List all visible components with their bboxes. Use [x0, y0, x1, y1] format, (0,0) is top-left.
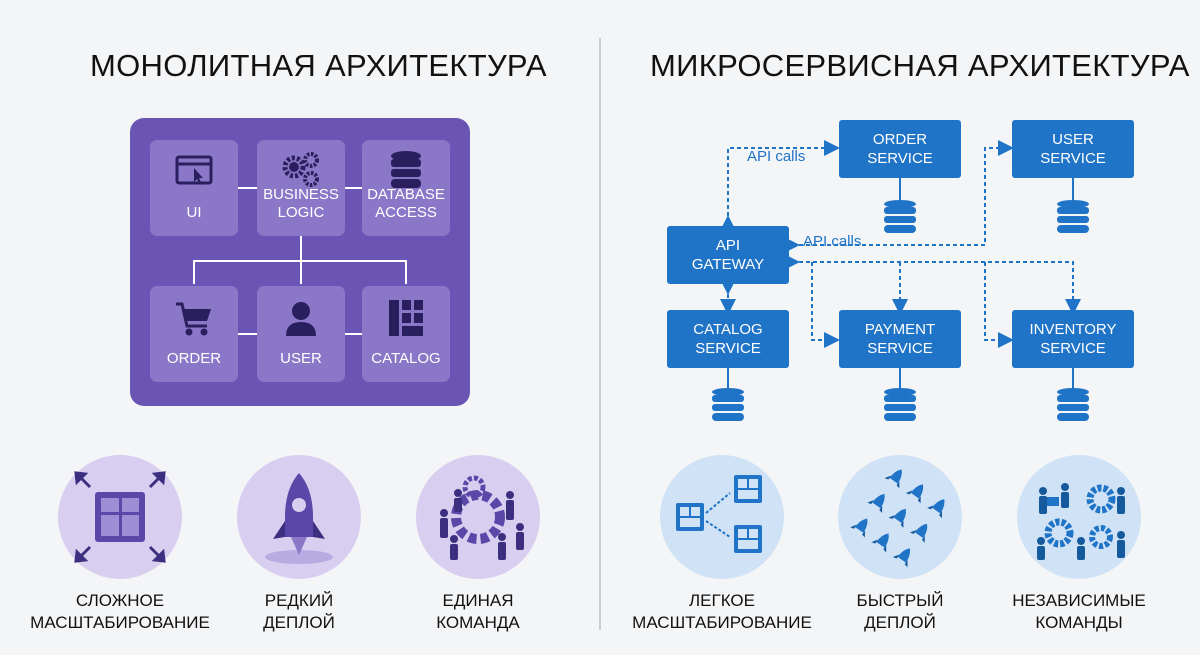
many-rockets-icon [850, 464, 952, 568]
service-databases [712, 200, 1089, 421]
feature-single-team-label: ЕДИНАЯ КОМАНДА [436, 591, 520, 632]
catalog-db-icon [712, 388, 744, 421]
monolith-container: UI BUSINESS LOGIC DATABASE ACCESS ORDER [130, 118, 470, 406]
feature-fast-deploy [838, 455, 962, 579]
api-calls-label-middle: API calls [803, 233, 862, 250]
payment-service-box: PAYMENT SERVICE [839, 310, 961, 368]
api-calls-label-top: API calls [747, 148, 806, 165]
microservices-title: МИКРОСЕРВИСНАЯ АРХИТЕКТУРА [650, 48, 1190, 83]
module-user-label: USER [280, 350, 322, 367]
browser-cursor-icon [175, 155, 213, 185]
feature-easy-scaling-label: ЛЕГКОЕ МАСШТАБИРОВАНИЕ [632, 591, 812, 632]
feature-independent-teams [1017, 455, 1141, 579]
order-db-icon [884, 200, 916, 233]
module-database-access: DATABASE ACCESS [362, 140, 450, 236]
payment-db-icon [884, 388, 916, 421]
module-ui-label: UI [186, 204, 202, 221]
module-catalog: CATALOG [362, 286, 450, 382]
inventory-db-icon [1057, 388, 1089, 421]
monolith-connectors [193, 187, 407, 335]
distributed-modules-icon [676, 475, 762, 553]
order-service-box: ORDER SERVICE [839, 120, 961, 178]
feature-single-team [416, 455, 540, 579]
shopping-cart-icon [176, 302, 211, 336]
database-icon [391, 151, 421, 188]
team-gear-icon [440, 475, 524, 560]
module-ui: UI [150, 140, 238, 236]
module-database-access-label: DATABASE ACCESS [367, 186, 445, 221]
module-user: USER [257, 286, 345, 382]
module-order-label: ORDER [166, 350, 222, 367]
module-business-logic-label: BUSINESS LOGIC [263, 186, 339, 221]
feature-easy-scaling [660, 455, 784, 579]
feature-fast-deploy-label: БЫСТРЫЙ ДЕПЛОЙ [856, 591, 944, 632]
catalog-service-box: CATALOG SERVICE [667, 310, 789, 368]
expand-module-icon [74, 471, 166, 563]
user-db-icon [1057, 200, 1089, 233]
rocket-icon [265, 473, 333, 564]
feature-independent-teams-label: НЕЗАВИСИМЫЕ КОМАНДЫ [1012, 591, 1146, 632]
feature-hard-scaling-label: СЛОЖНОЕ МАСШТАБИРОВАНИЕ [30, 591, 210, 632]
teams-gears-icon [1037, 483, 1125, 560]
user-icon [286, 302, 316, 336]
section-divider [599, 38, 601, 630]
feature-hard-scaling [58, 455, 182, 579]
module-order: ORDER [150, 286, 238, 382]
gears-icon [282, 152, 319, 187]
monolith-title: МОНОЛИТНАЯ АРХИТЕКТУРА [90, 48, 547, 83]
api-gateway-box: API GATEWAY [667, 226, 789, 284]
module-catalog-label: CATALOG [371, 350, 441, 367]
catalog-grid-icon [389, 300, 423, 336]
feature-rare-deploy [237, 455, 361, 579]
user-service-box: USER SERVICE [1012, 120, 1134, 178]
module-business-logic: BUSINESS LOGIC [257, 140, 345, 236]
feature-rare-deploy-label: РЕДКИЙ ДЕПЛОЙ [263, 591, 335, 632]
inventory-service-box: INVENTORY SERVICE [1012, 310, 1134, 368]
